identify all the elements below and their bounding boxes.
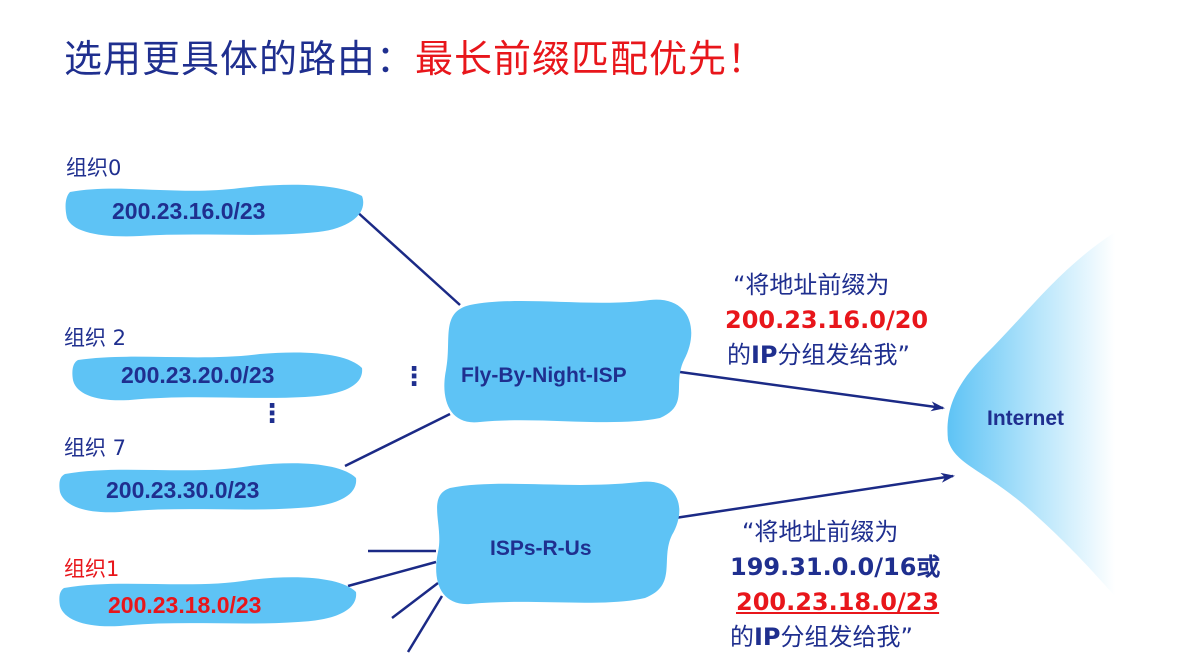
advert1-line3a: 的	[727, 341, 751, 369]
link-flybynight-internet	[679, 370, 945, 412]
advert1-line1: “将地址前缀为	[733, 271, 890, 299]
title-emphasis: 最长前缀匹配优先！	[415, 37, 767, 81]
org0-label: 组织0	[66, 156, 122, 180]
org1-network-blob	[59, 577, 357, 627]
org2-label: 组织 2	[64, 326, 127, 350]
ispsrus-advertisement: “将地址前缀为 199.31.0.0/16或 200.23.18.0/23 的I…	[730, 515, 940, 655]
link-org1-ispsrus	[347, 560, 437, 588]
link-org7-flybynight	[344, 412, 451, 468]
links	[344, 209, 955, 653]
advert2-line4b: IP	[754, 623, 781, 651]
advert2-line4c: 分组发给我”	[780, 623, 913, 651]
advert2-line1: “将地址前缀为	[742, 518, 899, 546]
advert2-prefix: 200.23.18.0/23	[736, 588, 940, 616]
flybynight-advertisement: “将地址前缀为 200.23.16.0/20 的IP分组发给我”	[725, 268, 928, 373]
org0-network-blob	[65, 184, 364, 237]
stub-line-3	[406, 595, 444, 653]
org1-label: 组织1	[64, 557, 120, 581]
title-main: 选用更具体的路由：	[64, 37, 416, 81]
org7-label: 组织 7	[64, 436, 127, 460]
flybynight-isp-label: Fly-By-Night-ISP	[461, 364, 627, 387]
link-ispsrus-internet	[674, 472, 955, 520]
advert1-prefix: 200.23.16.0/20	[725, 306, 929, 334]
link-org0-flybynight	[354, 209, 461, 306]
org2-network-blob	[72, 352, 363, 401]
org7-network-blob	[59, 463, 357, 513]
advert1-line3c: 分组发给我”	[777, 341, 910, 369]
ispsrus-label: ISPs-R-Us	[490, 537, 592, 560]
orgs-ellipsis: ⋮	[259, 399, 285, 429]
org0-prefix: 200.23.16.0/23	[112, 198, 266, 224]
links-ellipsis: ⋮	[401, 362, 427, 392]
flybynight-isp-cloud	[444, 299, 692, 423]
page-title: 选用更具体的路由：最长前缀匹配优先！	[64, 28, 766, 83]
advert2-line4a: 的	[730, 623, 754, 651]
org1-prefix: 200.23.18.0/23	[108, 592, 262, 618]
org2-prefix: 200.23.20.0/23	[121, 362, 275, 388]
internet-label: Internet	[987, 407, 1065, 430]
internet-cloud	[947, 232, 1115, 596]
org7-prefix: 200.23.30.0/23	[106, 477, 260, 503]
stub-line-2	[391, 582, 439, 619]
advert1-line3b: IP	[751, 341, 778, 369]
ispsrus-cloud	[436, 481, 680, 605]
advert2-line2: 199.31.0.0/16或	[730, 553, 941, 581]
